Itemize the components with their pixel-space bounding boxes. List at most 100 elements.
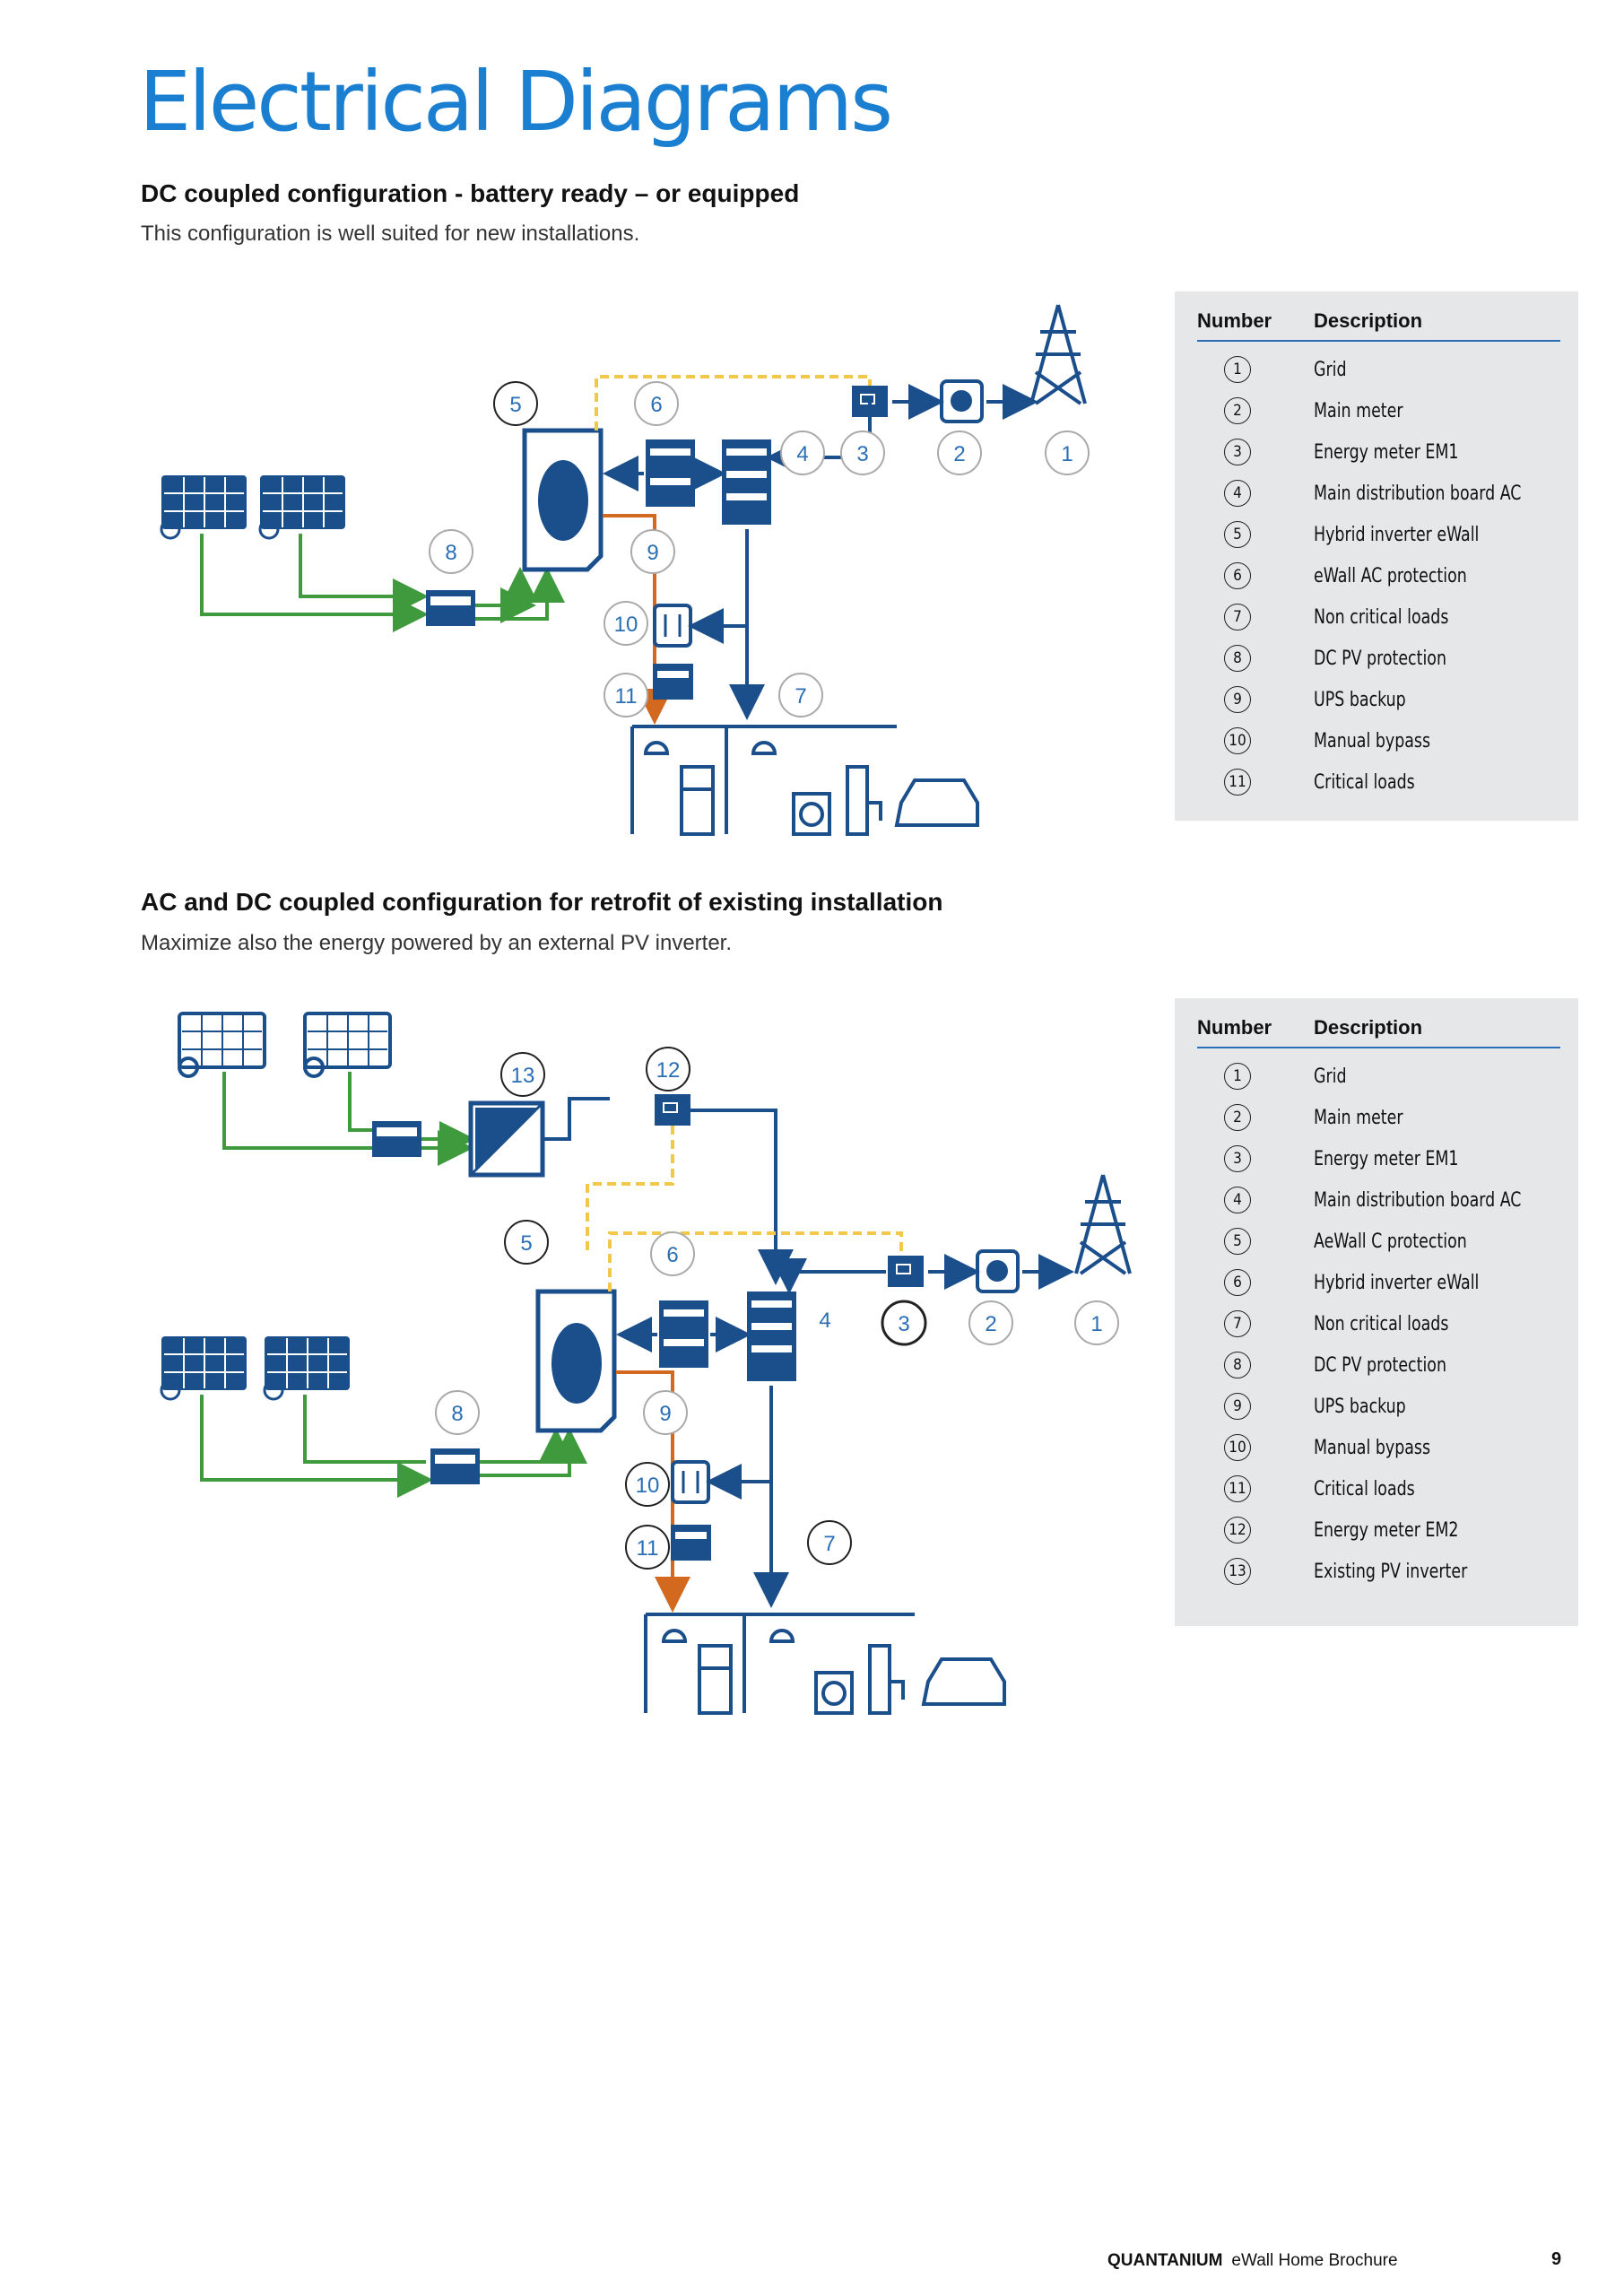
legend-row: 5 AeWall C protection: [1197, 1221, 1560, 1262]
footer-brand: QUANTANIUM: [1107, 2251, 1223, 2270]
legend-header: Number Description: [1197, 1016, 1560, 1048]
svg-text:13: 13: [511, 1064, 535, 1088]
legend-row: 9 UPS backup: [1197, 679, 1560, 720]
section-2-description: Maximize also the energy powered by an e…: [141, 931, 733, 955]
legend-number: 7: [1224, 1310, 1251, 1337]
legend-number: 13: [1224, 1558, 1251, 1585]
legend-description: Hybrid inverter eWall: [1314, 1271, 1480, 1294]
legend-description: Main distribution board AC: [1314, 1188, 1522, 1212]
svg-text:4: 4: [819, 1309, 830, 1333]
legend-row: 7 Non critical loads: [1197, 596, 1560, 638]
legend-description: Non critical loads: [1314, 605, 1449, 629]
legend-number: 4: [1224, 1187, 1251, 1213]
legend-description: Energy meter EM1: [1314, 440, 1459, 464]
legend-number: 6: [1224, 562, 1251, 589]
solar-panel-icon: [160, 475, 345, 540]
svg-text:10: 10: [636, 1474, 660, 1498]
svg-text:2: 2: [985, 1312, 996, 1336]
svg-text:4: 4: [796, 442, 808, 466]
legend-row: 5 Hybrid inverter eWall: [1197, 514, 1560, 555]
legend-description: DC PV protection: [1314, 1353, 1446, 1377]
svg-text:5: 5: [509, 393, 521, 417]
solar-panel-icon: [178, 1012, 392, 1078]
legend-description: AeWall C protection: [1314, 1230, 1467, 1253]
legend-row: 7 Non critical loads: [1197, 1303, 1560, 1344]
legend-number: 9: [1224, 686, 1251, 713]
legend-description: Energy meter EM2: [1314, 1518, 1459, 1542]
legend-number: 8: [1224, 645, 1251, 672]
legend-number: 2: [1224, 397, 1251, 424]
legend-row: 8 DC PV protection: [1197, 1344, 1560, 1386]
section-2-heading: AC and DC coupled configuration for retr…: [141, 888, 943, 916]
legend-description: Energy meter EM1: [1314, 1147, 1459, 1170]
legend-description: Main distribution board AC: [1314, 482, 1522, 505]
legend-number: 10: [1224, 727, 1251, 754]
legend-description: Existing PV inverter: [1314, 1560, 1468, 1583]
legend-number: 2: [1224, 1104, 1251, 1131]
grid-tower-icon: [1029, 304, 1087, 405]
footer-text: eWall Home Brochure: [1231, 2251, 1398, 2270]
dc-coupled-diagram: 5 6 4 3 2 1 8 9 10 11 7: [160, 304, 1090, 836]
legend-description: Main meter: [1314, 1106, 1403, 1129]
svg-text:1: 1: [1090, 1312, 1102, 1336]
appliance-icons: [643, 741, 979, 836]
legend-row: 4 Main distribution board AC: [1197, 473, 1560, 514]
legend-row: 11 Critical loads: [1197, 761, 1560, 803]
legend-description: Manual bypass: [1314, 729, 1431, 752]
legend-description: Grid: [1314, 358, 1347, 381]
ac-dc-coupled-diagram: 13 12 5 6 4 3 2 1 8 9 10 11 7: [160, 1012, 1132, 1715]
legend-row: 3 Energy meter EM1: [1197, 431, 1560, 473]
legend-row: 13 Existing PV inverter: [1197, 1551, 1560, 1592]
legend-number: 4: [1224, 480, 1251, 507]
legend-number: 11: [1224, 1475, 1251, 1502]
legend-row: 1 Grid: [1197, 349, 1560, 390]
legend-number: 8: [1224, 1352, 1251, 1378]
legend-description: Non critical loads: [1314, 1312, 1449, 1335]
svg-text:5: 5: [520, 1231, 532, 1256]
svg-text:10: 10: [614, 613, 638, 637]
svg-text:1: 1: [1061, 442, 1073, 466]
page-title: Electrical Diagrams: [139, 54, 893, 150]
svg-text:11: 11: [615, 684, 638, 709]
section-1-description: This configuration is well suited for ne…: [141, 222, 640, 246]
legend-number: 10: [1224, 1434, 1251, 1461]
legend-number: 9: [1224, 1393, 1251, 1420]
svg-text:8: 8: [451, 1402, 463, 1426]
legend-number: 1: [1224, 1063, 1251, 1090]
legend-number: 5: [1224, 521, 1251, 548]
legend-row: 10 Manual bypass: [1197, 720, 1560, 761]
legend-description: Critical loads: [1314, 770, 1415, 794]
legend-number: 1: [1224, 356, 1251, 383]
legend-table-1: Number Description 1 Grid 2 Main meter 3 Ener…: [1175, 291, 1578, 821]
section-1-heading: DC coupled configuration - battery ready…: [141, 179, 800, 207]
legend-description: eWall AC protection: [1314, 564, 1467, 587]
legend-row: 4 Main distribution board AC: [1197, 1179, 1560, 1221]
grid-tower-icon: [1074, 1174, 1132, 1275]
legend-description: Main meter: [1314, 399, 1403, 422]
svg-text:11: 11: [637, 1536, 659, 1561]
legend-number: 11: [1224, 769, 1251, 796]
legend-row: 6 eWall AC protection: [1197, 555, 1560, 596]
page-number: 9: [1551, 2249, 1562, 2269]
svg-text:3: 3: [856, 442, 868, 466]
legend-description: Hybrid inverter eWall: [1314, 523, 1480, 546]
svg-text:7: 7: [823, 1532, 835, 1556]
svg-text:12: 12: [656, 1058, 681, 1083]
legend-number: 7: [1224, 604, 1251, 631]
svg-text:7: 7: [795, 684, 806, 709]
legend-description: DC PV protection: [1314, 647, 1446, 670]
legend-description: UPS backup: [1314, 688, 1406, 711]
svg-text:9: 9: [647, 541, 658, 565]
svg-text:9: 9: [659, 1402, 671, 1426]
svg-text:3: 3: [898, 1312, 909, 1336]
svg-text:8: 8: [445, 541, 456, 565]
legend-number: 3: [1224, 439, 1251, 465]
legend-header: Number Description: [1197, 309, 1560, 342]
